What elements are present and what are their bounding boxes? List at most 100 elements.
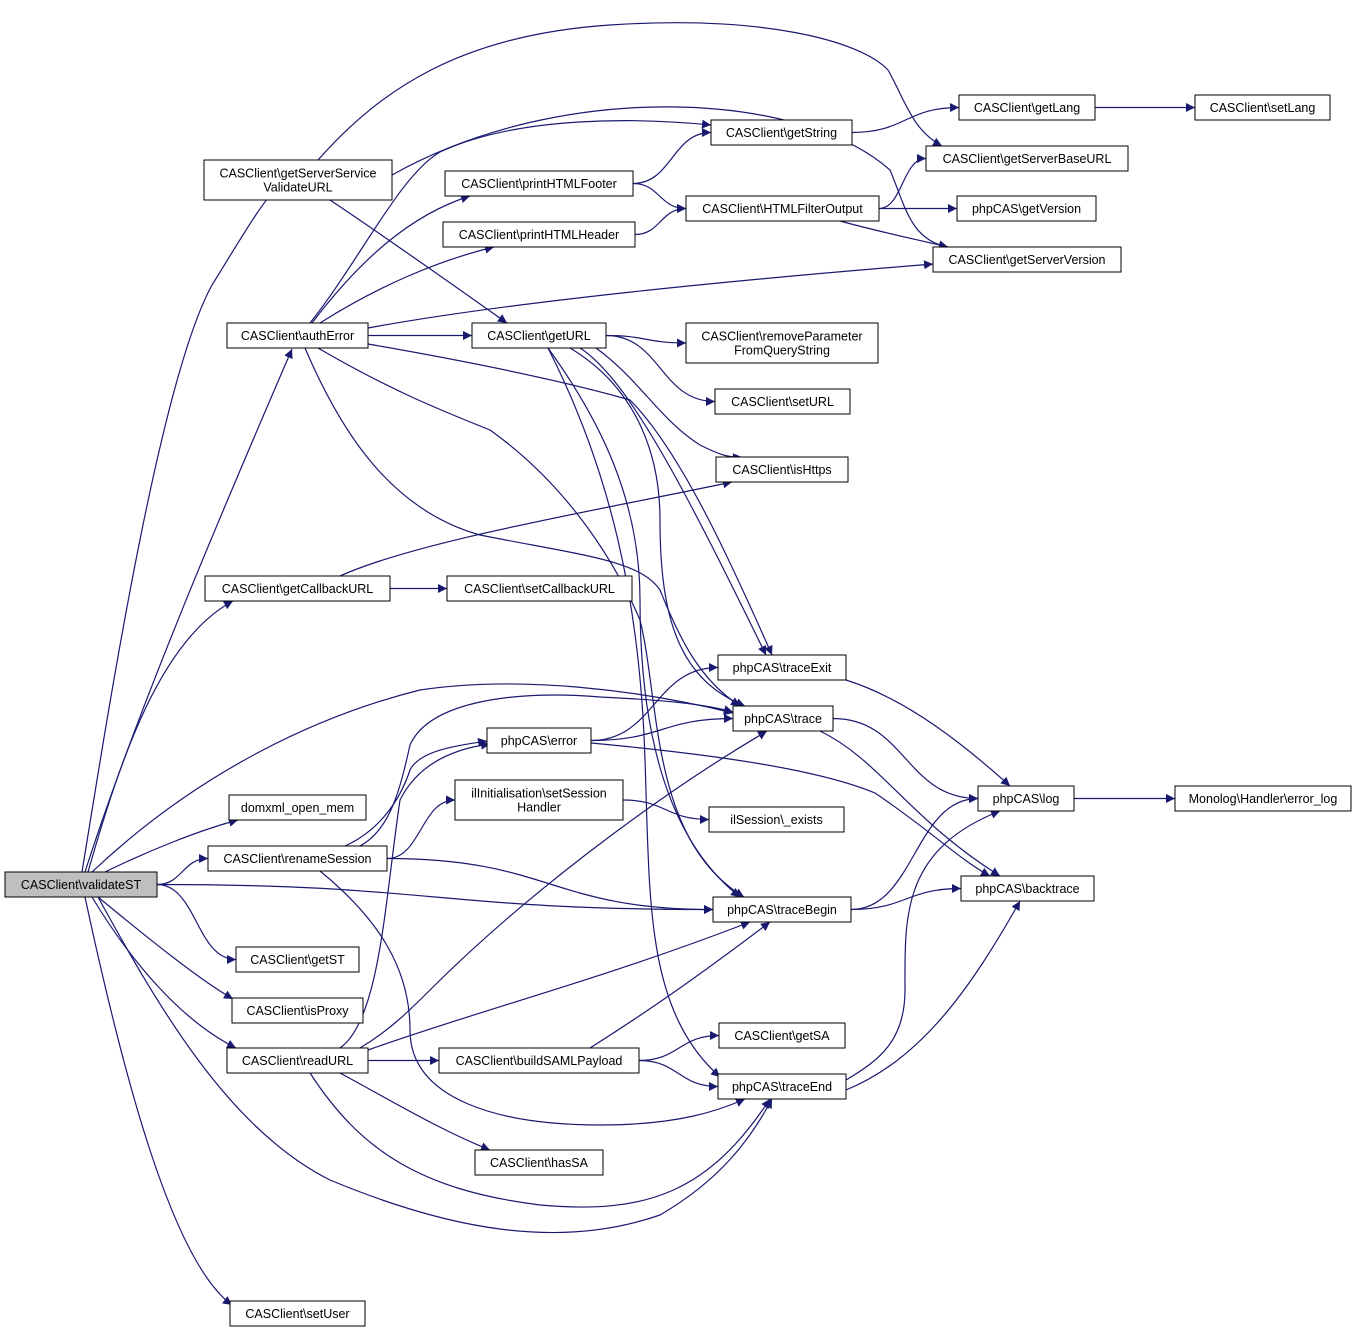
node-getServerVersion[interactable]: CASClient\getServerVersion — [932, 246, 1122, 273]
node-getURL[interactable]: CASClient\getURL — [471, 322, 607, 349]
node-getServerBaseURL[interactable]: CASClient\getServerBaseURL — [925, 145, 1129, 172]
node-box-error — [486, 727, 592, 754]
node-box-printHTMLFooter — [444, 170, 634, 197]
node-box-traceEnd — [717, 1073, 847, 1100]
node-traceExit[interactable]: phpCAS\traceExit — [717, 654, 847, 681]
node-label-getString: CASClient\getString — [726, 126, 837, 140]
node-getSA[interactable]: CASClient\getSA — [718, 1022, 846, 1049]
node-box-error_log — [1174, 785, 1352, 812]
node-label-getServerBaseURL: CASClient\getServerBaseURL — [943, 152, 1112, 166]
node-box-getST — [235, 946, 360, 973]
node-isProxy[interactable]: CASClient\isProxy — [231, 997, 364, 1024]
node-label-renameSession: CASClient\renameSession — [224, 852, 372, 866]
node-label-validateST: CASClient\validateST — [21, 878, 142, 892]
edge-validateST-to-getST — [156, 883, 237, 964]
edge-getURL-to-isHttps — [595, 347, 743, 463]
node-box-getCallbackURL — [204, 575, 391, 602]
node-setLang[interactable]: CASClient\setLang — [1194, 94, 1331, 121]
edge-trace-to-log — [832, 717, 979, 803]
node-setURL[interactable]: CASClient\setURL — [714, 388, 851, 415]
edge-authError-to-printHTMLHeader — [319, 244, 495, 324]
node-box-setSessionHandler — [454, 779, 624, 821]
node-box-exists — [708, 806, 845, 833]
node-label-getServerServiceValidateURL: ValidateURL — [263, 181, 332, 195]
edge-error-to-trace — [590, 714, 734, 742]
edge-validateST-to-getServerServiceValidateURL — [81, 185, 279, 873]
edge-authError-to-traceExit — [367, 343, 773, 656]
node-getLang[interactable]: CASClient\getLang — [958, 94, 1096, 121]
node-validateST[interactable]: CASClient\validateST — [4, 871, 158, 898]
node-box-trace — [732, 705, 834, 732]
node-label-removeParameterFromQueryString: CASClient\removeParameter — [701, 330, 862, 344]
node-label-getCallbackURL: CASClient\getCallbackURL — [222, 582, 374, 596]
edge-readURL-to-traceEnd — [309, 1072, 771, 1208]
node-label-getLang: CASClient\getLang — [974, 101, 1080, 115]
node-error_log[interactable]: Monolog\Handler\error_log — [1174, 785, 1352, 812]
node-setCallbackURL[interactable]: CASClient\setCallbackURL — [446, 575, 633, 602]
node-box-buildSAMLPayload — [438, 1047, 640, 1074]
node-setUser[interactable]: CASClient\setUser — [229, 1300, 366, 1327]
node-domxml_open_mem[interactable]: domxml_open_mem — [228, 794, 367, 821]
node-renameSession[interactable]: CASClient\renameSession — [207, 845, 388, 872]
node-box-getServerBaseURL — [925, 145, 1129, 172]
node-hasSA[interactable]: CASClient\hasSA — [474, 1149, 604, 1176]
node-getCallbackURL[interactable]: CASClient\getCallbackURL — [204, 575, 391, 602]
node-printHTMLFooter[interactable]: CASClient\printHTMLFooter — [444, 170, 634, 197]
node-getVersion[interactable]: phpCAS\getVersion — [956, 195, 1097, 222]
edge-getString-to-getLang — [851, 103, 960, 134]
node-box-getLang — [958, 94, 1096, 121]
edge-authError-to-trace — [304, 347, 741, 707]
node-box-getServerVersion — [932, 246, 1122, 273]
node-label-getServerVersion: CASClient\getServerVersion — [948, 253, 1105, 267]
edge-validateST-to-traceEnd — [97, 896, 773, 1234]
node-isHttps[interactable]: CASClient\isHttps — [715, 456, 849, 483]
node-label-log: phpCAS\log — [993, 792, 1060, 806]
node-HTMLFilterOutput[interactable]: CASClient\HTMLFilterOutput — [685, 195, 880, 222]
node-readURL[interactable]: CASClient\readURL — [226, 1047, 369, 1074]
node-error[interactable]: phpCAS\error — [486, 727, 592, 754]
edge-getServerServiceValidateURL-to-getServerBaseURL — [317, 22, 943, 161]
edge-trace-to-backtrace — [819, 730, 1001, 877]
edge-renameSession-to-traceEnd — [319, 870, 746, 1126]
edge-getURL-to-traceExit — [579, 347, 767, 656]
edge-printHTMLFooter-to-HTMLFilterOutput — [632, 182, 687, 213]
node-backtrace[interactable]: phpCAS\backtrace — [960, 875, 1095, 902]
node-label-authError: CASClient\authError — [241, 329, 354, 343]
node-traceEnd[interactable]: phpCAS\traceEnd — [717, 1073, 847, 1100]
node-exists[interactable]: ilSession\_exists — [708, 806, 845, 833]
node-box-HTMLFilterOutput — [685, 195, 880, 222]
edge-validateST-to-isProxy — [97, 896, 234, 1000]
edge-traceBegin-to-log — [850, 794, 979, 911]
node-log[interactable]: phpCAS\log — [977, 785, 1075, 812]
edge-readURL-to-hasSA — [339, 1072, 491, 1151]
node-box-setURL — [714, 388, 851, 415]
node-label-backtrace: phpCAS\backtrace — [975, 882, 1079, 896]
edge-renameSession-to-setSessionHandler — [386, 795, 456, 860]
node-label-setLang: CASClient\setLang — [1210, 101, 1316, 115]
edge-getURL-to-traceBegin — [547, 347, 741, 898]
edge-traceEnd-to-backtrace — [845, 900, 1021, 1091]
node-box-getServerServiceValidateURL — [203, 159, 393, 201]
node-box-printHTMLHeader — [442, 221, 636, 248]
node-traceBegin[interactable]: phpCAS\traceBegin — [712, 896, 852, 923]
node-box-renameSession — [207, 845, 388, 872]
node-printHTMLHeader[interactable]: CASClient\printHTMLHeader — [442, 221, 636, 248]
node-trace[interactable]: phpCAS\trace — [732, 705, 834, 732]
node-getString[interactable]: CASClient\getString — [710, 119, 853, 146]
edge-getURL-to-traceEnd — [547, 347, 721, 1078]
node-label-printHTMLFooter: CASClient\printHTMLFooter — [461, 177, 617, 191]
edge-buildSAMLPayload-to-getSA — [638, 1031, 720, 1062]
edge-renameSession-to-trace — [359, 694, 734, 847]
node-box-getURL — [471, 322, 607, 349]
edge-authError-to-traceBegin — [317, 347, 745, 898]
node-label-printHTMLHeader: CASClient\printHTMLHeader — [459, 228, 619, 242]
node-getST[interactable]: CASClient\getST — [235, 946, 360, 973]
node-box-setCallbackURL — [446, 575, 633, 602]
node-buildSAMLPayload[interactable]: CASClient\buildSAMLPayload — [438, 1047, 640, 1074]
edge-HTMLFilterOutput-to-getServerBaseURL — [878, 154, 927, 210]
node-authError[interactable]: CASClient\authError — [226, 322, 369, 349]
